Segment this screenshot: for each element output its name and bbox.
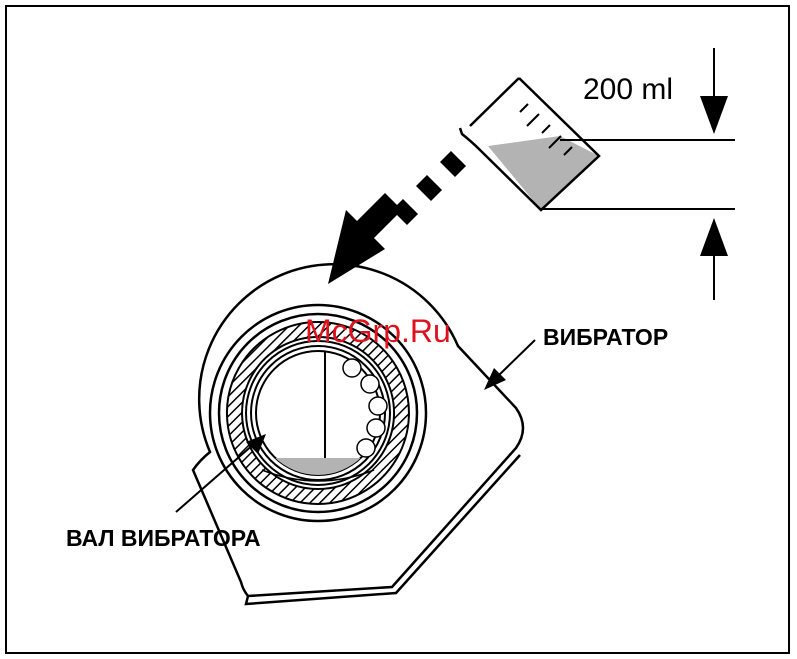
watermark: McGrp.Ru	[305, 313, 451, 349]
volume-label: 200 ml	[583, 73, 673, 106]
vibrator-shaft-label: ВАЛ ВИБРАТОРА	[66, 525, 261, 551]
vibrator-label: ВИБРАТОР	[543, 324, 668, 350]
